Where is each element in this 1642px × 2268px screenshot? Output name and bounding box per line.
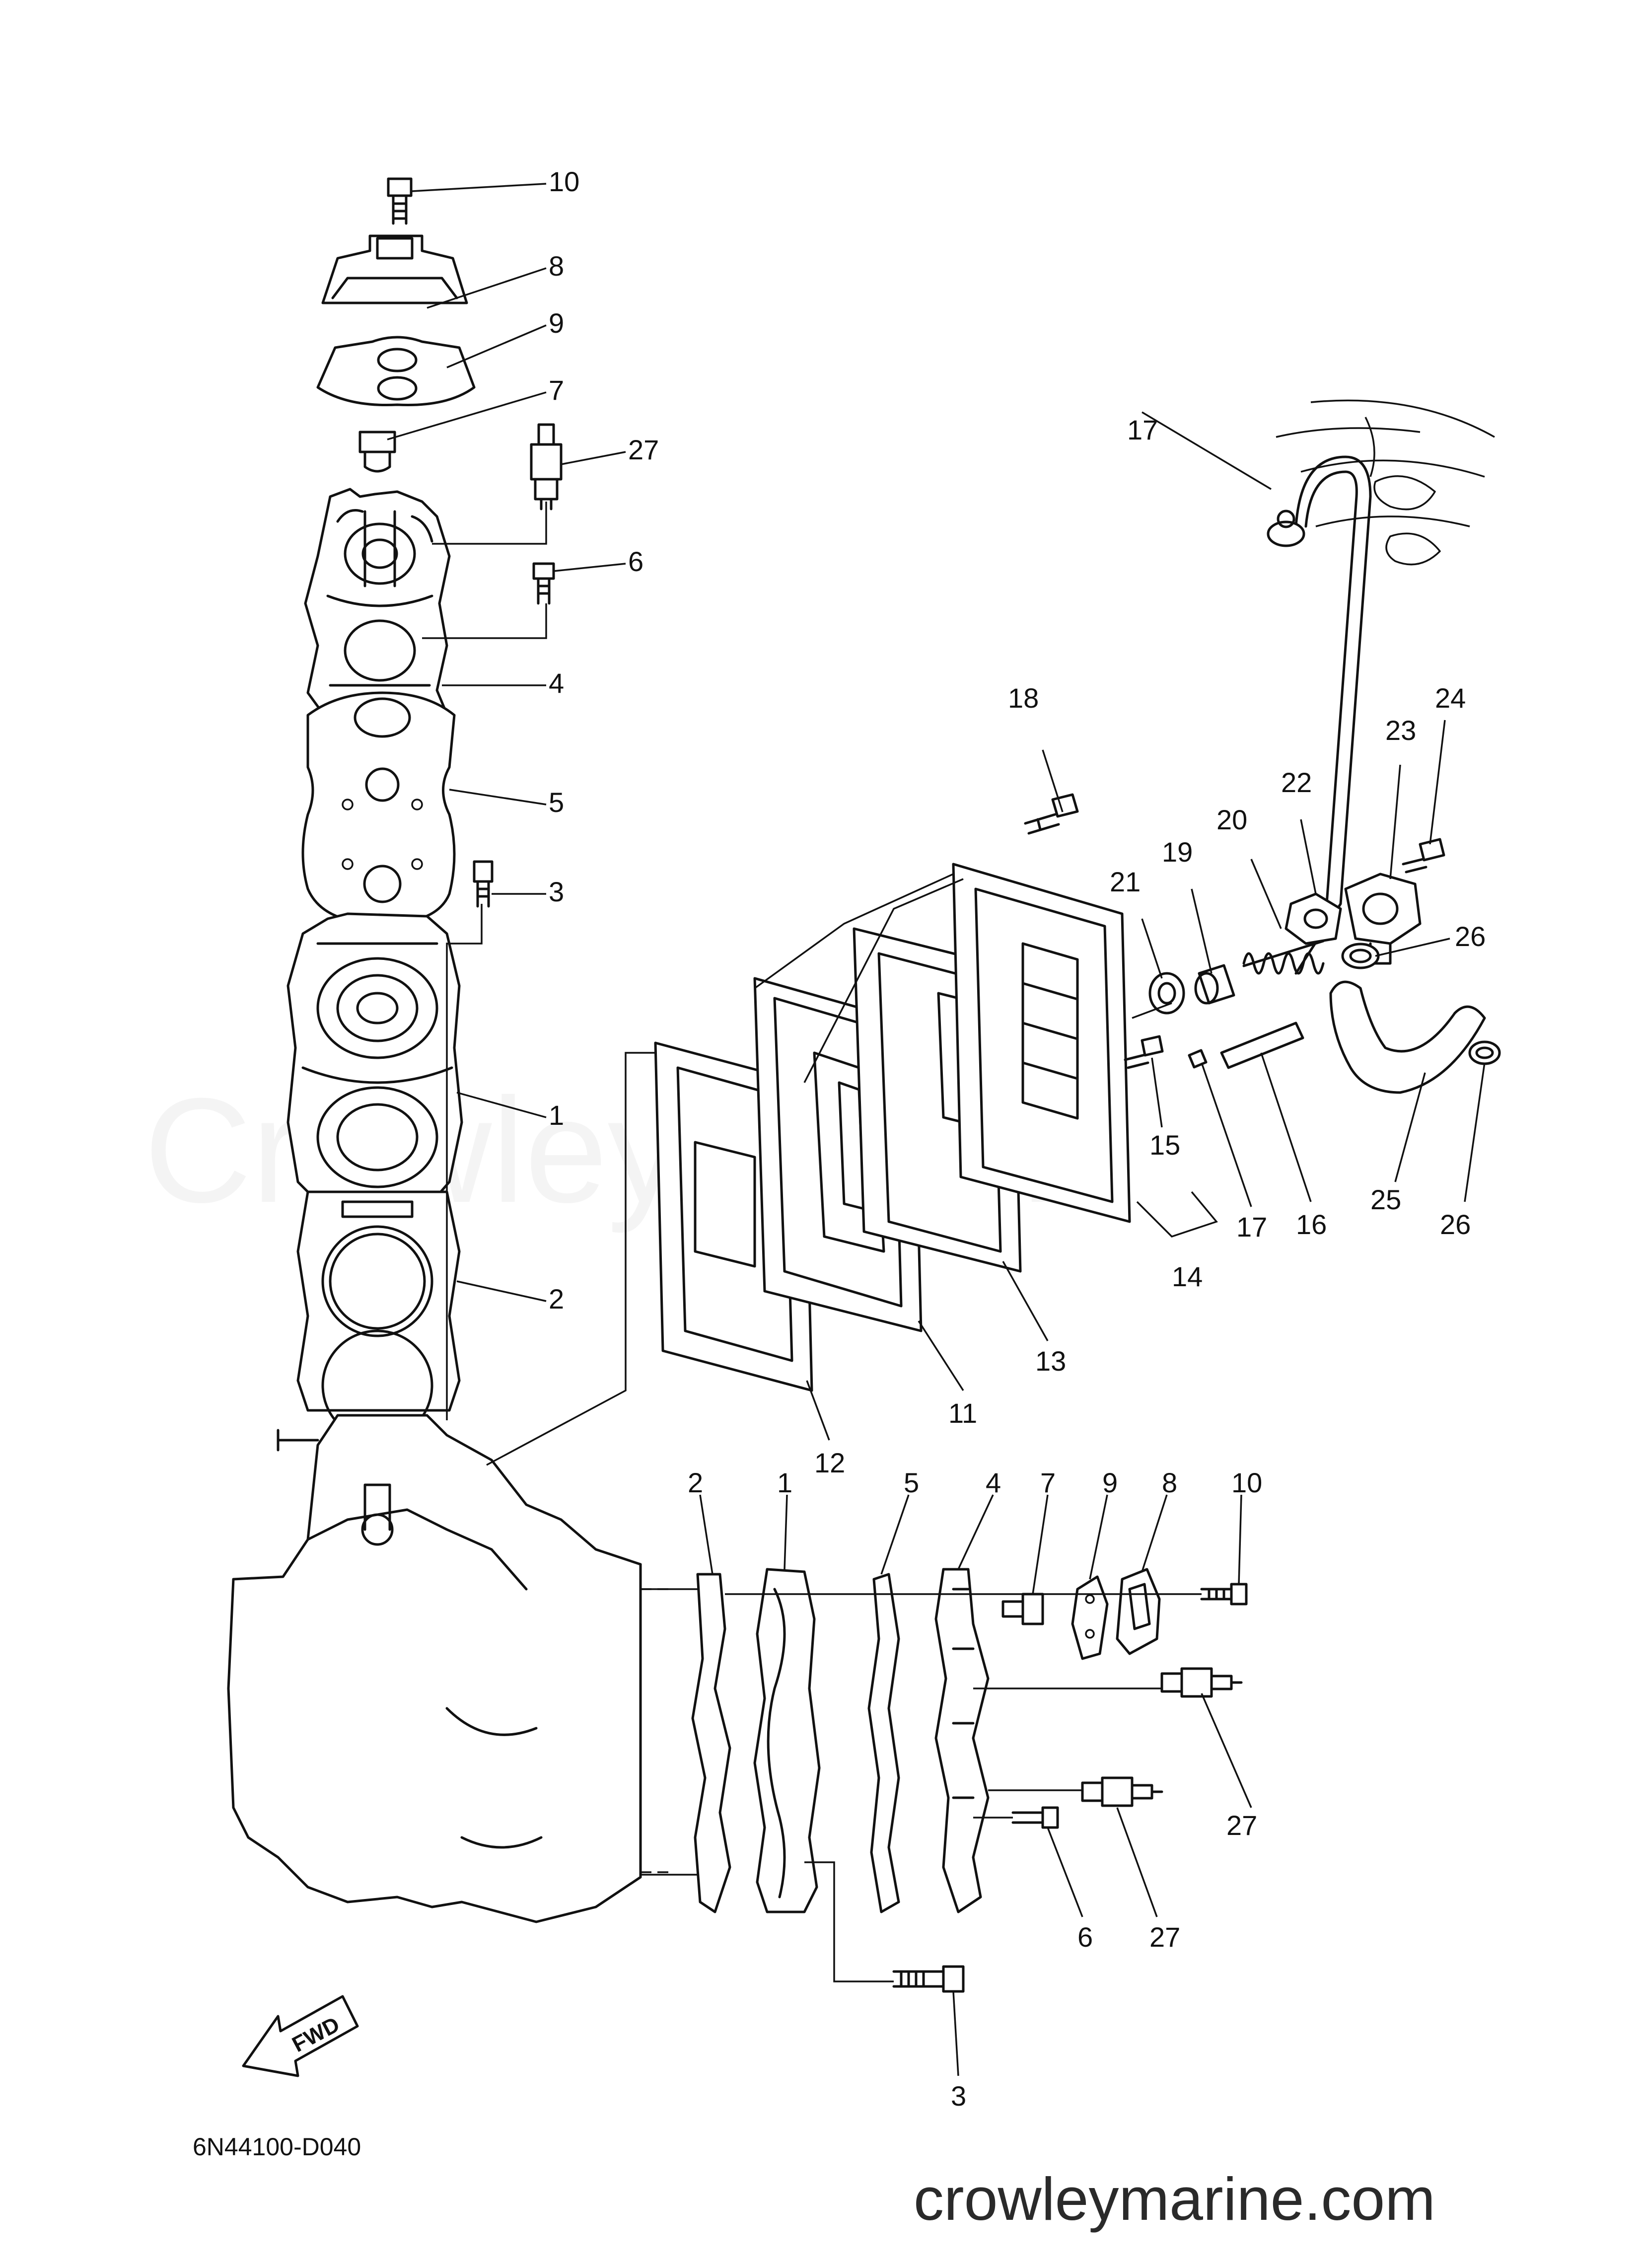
callout-18: 18 (1008, 682, 1039, 714)
callout-2-top: 2 (549, 1283, 564, 1315)
site-watermark: crowleymarine.com (914, 2165, 1435, 2233)
leader-lines (387, 183, 1486, 2076)
thermostat-7-side (1001, 1593, 1044, 1625)
callout-5-side: 5 (904, 1467, 919, 1498)
cylinder-gasket-2-top (296, 1190, 461, 1442)
callout-27-side-upper: 27 (1226, 1810, 1257, 1841)
tank-outline (1276, 399, 1495, 566)
callout-2-side: 2 (688, 1467, 703, 1498)
callout-7-side: 7 (1040, 1467, 1056, 1498)
hose-17-top (1267, 455, 1372, 975)
callout-14: 14 (1172, 1261, 1203, 1292)
fwd-direction-arrow: FWD (242, 1995, 359, 2077)
callout-26-bottom: 26 (1440, 1209, 1471, 1240)
callout-9-top: 9 (549, 307, 564, 339)
callout-22: 22 (1281, 767, 1312, 798)
bolt-15 (1124, 1035, 1164, 1069)
seal-21 (1148, 972, 1185, 1015)
gasket-2-side (691, 1573, 731, 1913)
nipple-17-bottom (1188, 1049, 1208, 1069)
bolt-10-side (1200, 1583, 1248, 1606)
powerhead-block (227, 1414, 670, 1923)
bolt-3-side (892, 1965, 965, 1993)
pipe-16 (1220, 1022, 1304, 1069)
spark-plug-27-top (530, 423, 563, 511)
spring-20 (1242, 940, 1325, 975)
callout-24: 24 (1435, 682, 1466, 714)
bolt-6-side (1011, 1806, 1059, 1829)
head-gasket-5 (301, 691, 456, 925)
callout-15: 15 (1149, 1129, 1180, 1161)
callout-3-top: 3 (549, 876, 564, 907)
callout-25: 25 (1370, 1184, 1401, 1215)
cylinder-head-4-side (934, 1568, 990, 1913)
callout-19: 19 (1162, 836, 1193, 868)
gasket-22 (1285, 892, 1342, 945)
callout-12: 12 (814, 1447, 845, 1478)
bolt-6-top (532, 562, 555, 605)
callout-17-top: 17 (1127, 414, 1158, 445)
callout-26-top: 26 (1455, 921, 1486, 952)
callout-16: 16 (1296, 1209, 1327, 1240)
callout-5-top: 5 (549, 787, 564, 818)
callout-8-side: 8 (1162, 1467, 1177, 1498)
callout-11: 11 (948, 1397, 977, 1429)
bolt-24 (1402, 838, 1445, 874)
spark-plug-27-side-upper (1160, 1667, 1243, 1698)
gasket-9-side (1071, 1575, 1109, 1660)
callout-9-side: 9 (1102, 1467, 1118, 1498)
gasket-9-top (316, 336, 476, 407)
cylinder-block-1-side (753, 1568, 821, 1913)
head-gasket-5-side (867, 1573, 900, 1913)
callout-27-top: 27 (628, 434, 659, 465)
cylinder-head-4 (304, 488, 451, 722)
callout-6-top: 6 (628, 546, 643, 577)
callout-7-top: 7 (549, 374, 564, 406)
bolt-10-top (387, 177, 413, 225)
callout-17-bottom: 17 (1236, 1211, 1267, 1243)
callout-27-side-lower: 27 (1149, 1921, 1180, 1953)
callout-20: 20 (1216, 804, 1247, 835)
callout-1-top: 1 (549, 1099, 564, 1131)
callout-3-side: 3 (951, 2080, 966, 2112)
callout-labels: 10 8 9 7 27 6 4 5 3 1 2 17 18 22 23 24 2… (549, 166, 1486, 2112)
cover-8-top (321, 234, 468, 304)
callout-10-top: 10 (549, 166, 579, 197)
valve-19 (1194, 964, 1235, 1005)
callout-8-top: 8 (549, 250, 564, 282)
cover-8-side (1116, 1568, 1161, 1655)
callout-6-side: 6 (1077, 1921, 1093, 1953)
housing-23 (1344, 873, 1422, 965)
spark-plug-27-side-lower (1081, 1776, 1163, 1807)
callout-4-side: 4 (986, 1467, 1001, 1498)
callout-4-top: 4 (549, 667, 564, 699)
diagram-part-number: 6N44100-D040 (193, 2133, 361, 2161)
callout-13: 13 (1035, 1345, 1066, 1377)
callout-10-side: 10 (1231, 1467, 1262, 1498)
exhaust-outer-cover-14 (952, 863, 1131, 1223)
callout-23: 23 (1385, 715, 1416, 746)
clamp-26-bottom (1468, 1040, 1501, 1065)
thermostat-7-top (358, 431, 396, 473)
hose-25 (1329, 980, 1486, 1094)
callout-21: 21 (1110, 866, 1141, 897)
clamp-26-top (1341, 943, 1380, 969)
cylinder-block-1-top (286, 912, 463, 1203)
callout-1-side: 1 (777, 1467, 792, 1498)
bolt-3-top (473, 860, 494, 908)
bolt-18 (1024, 793, 1079, 835)
